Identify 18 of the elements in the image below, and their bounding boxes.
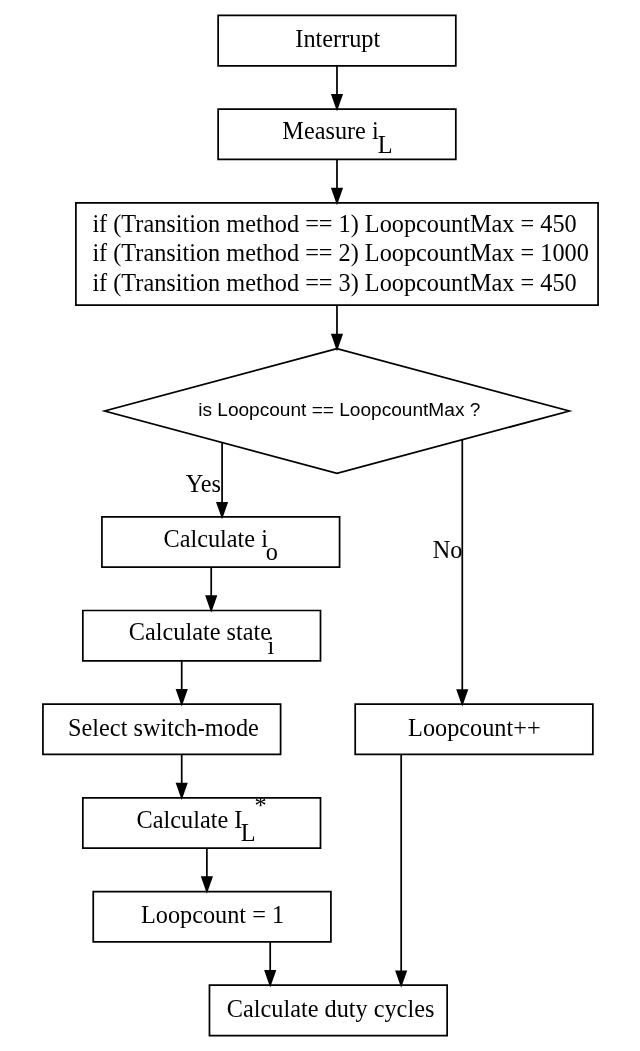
- arrow: [175, 660, 188, 707]
- node-box: Calculate duty cycles: [208, 984, 448, 1037]
- arrow: [330, 304, 343, 352]
- arrow: [330, 65, 343, 112]
- arrow: [455, 438, 468, 707]
- arrow: [215, 441, 228, 520]
- node-box: Loopcount = 1: [91, 890, 332, 943]
- arrow: [200, 847, 213, 894]
- node-diamond: is Loopcount == LoopcountMax ?: [100, 347, 573, 475]
- node-box: Interrupt: [216, 14, 457, 67]
- node-box: if (Transition method == 1) LoopcountMax = 450 if (Transition method == 2) LoopcountMax = 1000 if (Transition method == 3) LoopcountMax = 450: [74, 201, 599, 307]
- arrow: [263, 941, 276, 988]
- arrow: [175, 754, 188, 801]
- arrow: [330, 158, 343, 206]
- node-box: Loopcount++: [353, 703, 594, 756]
- arrow: [204, 566, 217, 613]
- arrow: [394, 753, 407, 988]
- node-box: Select switch-mode: [41, 703, 281, 756]
